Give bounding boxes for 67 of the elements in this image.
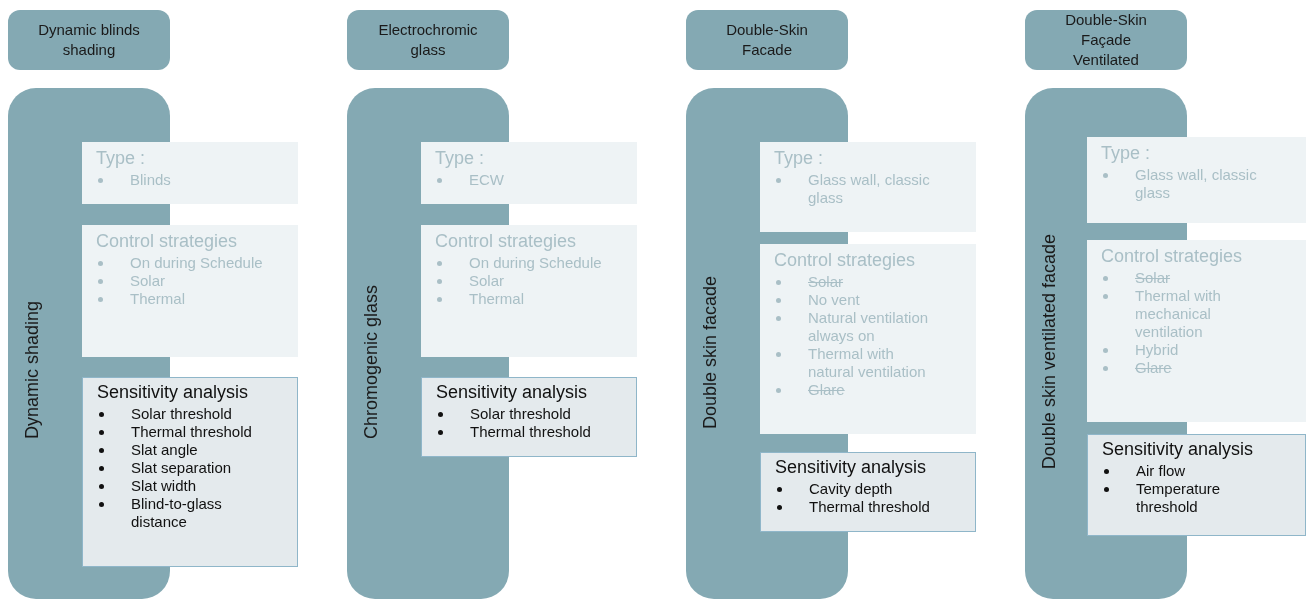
control-strategies-panel <box>82 225 298 357</box>
panel-heading: Sensitivity analysis <box>775 457 928 478</box>
header-label: Electrochromic glass <box>377 19 479 60</box>
list-item: Blinds <box>130 171 171 189</box>
panel-heading: Sensitivity analysis <box>436 382 589 403</box>
struck-list-item: Glare <box>808 381 845 399</box>
list-item: Glass wall, classic glass <box>808 171 931 207</box>
type-panel <box>421 142 637 204</box>
control-strategies-panel <box>1087 240 1306 422</box>
sensitivity-analysis-panel <box>82 377 298 567</box>
list-item: Thermal threshold <box>131 423 252 441</box>
list-item: Thermal <box>469 290 524 308</box>
list-item: Solar <box>130 272 166 290</box>
vertical-label: Double skin ventilated facade <box>1039 233 1060 469</box>
header-label: Double-Skin Facade <box>725 19 809 60</box>
panel-heading: Control strategies <box>435 231 578 252</box>
list-item: No vent <box>808 291 860 309</box>
vertical-label: Double skin facade <box>700 275 721 429</box>
vertical-label: Dynamic shading <box>22 300 43 439</box>
list-item: Thermal <box>130 290 185 308</box>
list-item: Blind-to-glass distance <box>131 495 223 531</box>
list-item: Air flow <box>1136 462 1186 480</box>
vertical-label: Chromogenic glass <box>361 284 382 439</box>
struck-list-item: Solar <box>1135 269 1171 287</box>
sensitivity-analysis-panel <box>1087 434 1306 536</box>
list-item: Temperature threshold <box>1136 480 1222 516</box>
list-item: ECW <box>469 171 504 189</box>
panel-heading: Type : <box>774 148 825 169</box>
panel-heading: Sensitivity analysis <box>97 382 250 403</box>
header-tab <box>686 10 848 70</box>
list-item: Thermal with mechanical ventilation <box>1135 287 1222 341</box>
panel-heading: Control strategies <box>774 250 917 271</box>
list-item: Glass wall, classic glass <box>1135 166 1258 202</box>
list-item: Thermal with natural ventilation <box>808 345 927 381</box>
list-item: Slat angle <box>131 441 198 459</box>
control-strategies-panel <box>760 244 976 434</box>
list-item: On during Schedule <box>469 254 602 272</box>
type-panel <box>1087 137 1306 223</box>
header-tab <box>8 10 170 70</box>
control-strategies-panel <box>421 225 637 357</box>
sensitivity-analysis-panel <box>421 377 637 457</box>
sensitivity-analysis-panel <box>760 452 976 532</box>
list-item: Slat width <box>131 477 197 495</box>
panel-heading: Type : <box>96 148 147 169</box>
header-tab <box>347 10 509 70</box>
list-item: Natural ventilation always on <box>808 309 930 345</box>
list-item: Solar <box>469 272 505 290</box>
header-tab <box>1025 10 1187 70</box>
header-label: Double-Skin Façade Ventilated <box>1064 9 1148 71</box>
struck-list-item: Glare <box>1135 359 1172 377</box>
header-label: Dynamic blinds shading <box>37 19 141 60</box>
type-panel <box>82 142 298 204</box>
panel-heading: Control strategies <box>1101 246 1244 267</box>
list-item: Hybrid <box>1135 341 1179 359</box>
panel-heading: Type : <box>1101 143 1152 164</box>
type-panel <box>760 142 976 232</box>
list-item: Slat separation <box>131 459 232 477</box>
list-item: On during Schedule <box>130 254 263 272</box>
list-item: Thermal threshold <box>809 498 930 516</box>
list-item: Solar threshold <box>131 405 232 423</box>
list-item: Cavity depth <box>809 480 893 498</box>
panel-heading: Control strategies <box>96 231 239 252</box>
panel-heading: Type : <box>435 148 486 169</box>
struck-list-item: Solar <box>808 273 844 291</box>
list-item: Solar threshold <box>470 405 571 423</box>
list-item: Thermal threshold <box>470 423 591 441</box>
panel-heading: Sensitivity analysis <box>1102 439 1255 460</box>
